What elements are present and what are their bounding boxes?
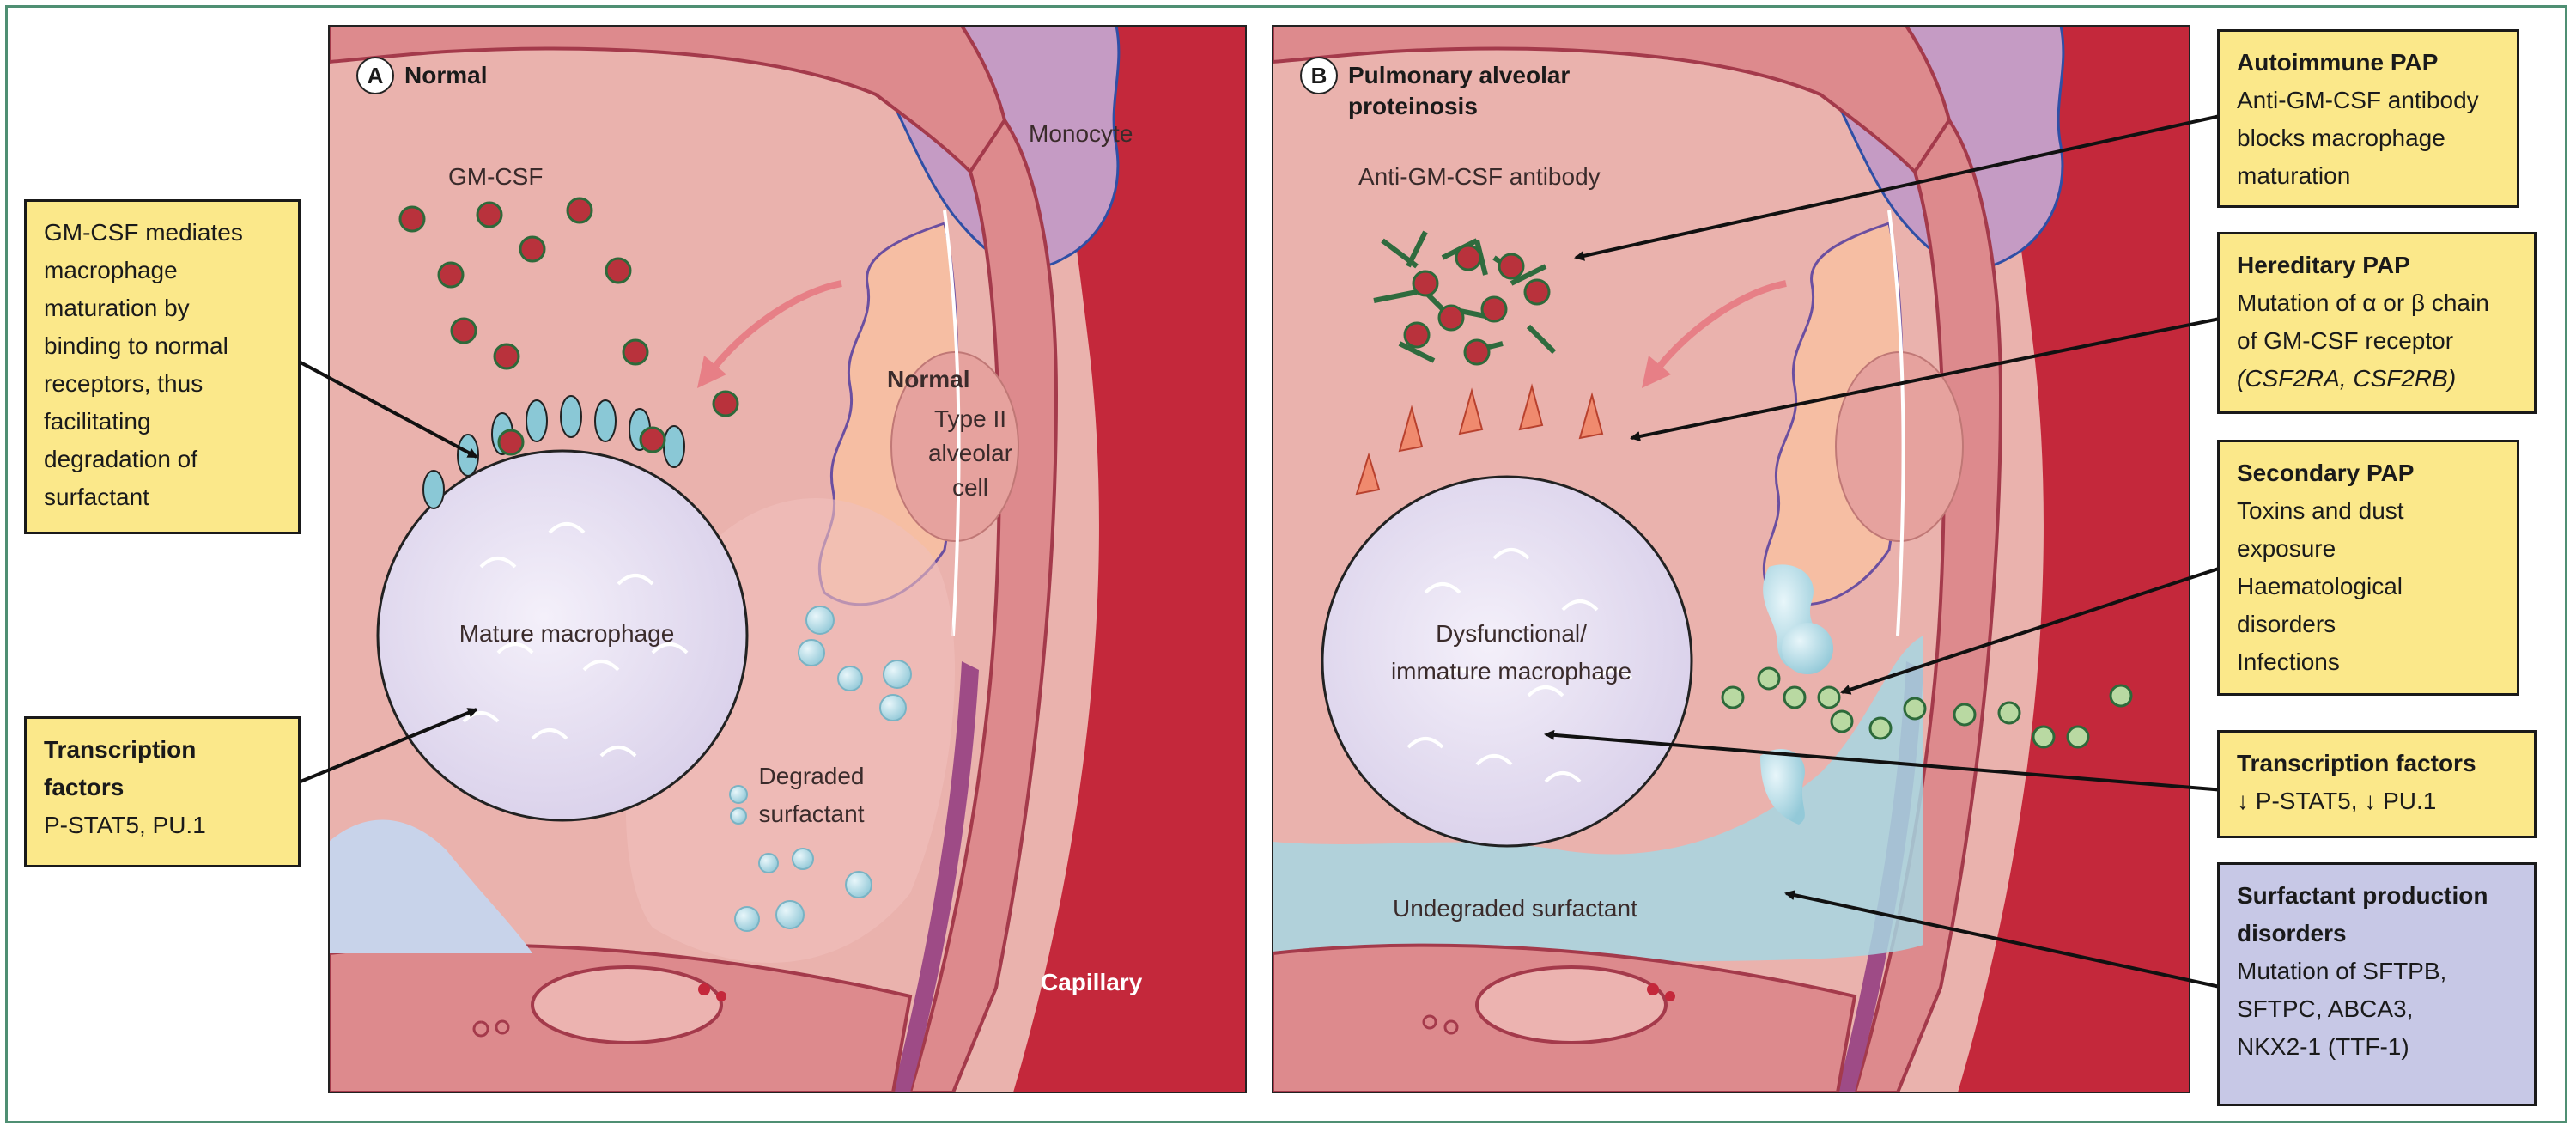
tf-b-head: Transcription factors — [2237, 750, 2476, 776]
dysfunctional-line2: immature macrophage — [1390, 658, 1632, 685]
panel-b-border — [1272, 25, 2190, 1093]
gmcsf-box-line: receptors, thus — [44, 370, 204, 397]
undegraded-surfactant-label: Undegraded surfactant — [1393, 895, 1637, 922]
gmcsf-box-line: macrophage — [44, 257, 178, 283]
gmcsf-box-line: surfactant — [44, 484, 149, 510]
connector-arrows — [300, 113, 2225, 989]
secondary-pap-particles — [1721, 666, 2133, 749]
surfactant-production-disorders-box: Surfactant production disorders Mutation… — [2217, 862, 2537, 1106]
gmcsf-box-line: facilitating — [44, 408, 151, 435]
hereditary-pap-box: Hereditary PAP Mutation of α or β chain … — [2217, 232, 2537, 414]
surfactant-head-line1: Surfactant production — [2237, 882, 2488, 909]
normal-cell-label: Normal — [887, 366, 970, 393]
hereditary-head: Hereditary PAP — [2237, 252, 2410, 278]
arrow-hereditary — [1630, 316, 2225, 441]
dysfunctional-macrophage-b — [1321, 383, 1693, 848]
arrow-autoimmune — [1574, 113, 2225, 261]
arrow-secondary — [1840, 565, 2225, 695]
secondary-line: disorders — [2237, 611, 2336, 637]
gmcsf-box-line: maturation by — [44, 295, 190, 321]
secondary-line: Infections — [2237, 648, 2340, 675]
arrow-tf-to-macrophage-a — [300, 708, 478, 783]
secondary-line: Toxins and dust — [2237, 497, 2404, 524]
arrow-surfactant — [1784, 890, 2225, 989]
monocyte-label: Monocyte — [1029, 120, 1133, 147]
tf-a-head-line2: factors — [44, 774, 125, 800]
type-ii-line1: Type II — [933, 405, 1007, 432]
transcription-factors-box-b: Transcription factors ↓ P-STAT5, ↓ PU.1 — [2217, 730, 2537, 838]
figure-border — [5, 5, 2567, 1123]
mature-macrophage-label: Mature macrophage — [459, 620, 675, 647]
gmcsf-box-line: GM-CSF mediates — [44, 219, 243, 246]
secondary-line: exposure — [2237, 535, 2336, 562]
secondary-head: Secondary PAP — [2237, 459, 2415, 486]
secondary-line: Haematological — [2237, 573, 2403, 599]
degraded-surfactant-droplets — [729, 606, 912, 932]
panel-b-scene — [1273, 26, 2190, 1092]
type-ii-line2: alveolar — [927, 440, 1013, 466]
tf-b-line: ↓ P-STAT5, ↓ PU.1 — [2237, 788, 2437, 814]
surfactant-line: Mutation of SFTPB, — [2237, 958, 2447, 984]
panel-a-border — [328, 25, 1247, 1093]
autoimmune-line: maturation — [2237, 162, 2351, 189]
panel-b-title: B Pulmonary alveolar proteinosis — [1300, 57, 1570, 122]
secondary-pap-box: Secondary PAP Toxins and dust exposure H… — [2217, 440, 2519, 696]
undegraded-surfactant-region — [1273, 636, 1923, 988]
tf-a-head-line1: Transcription — [44, 736, 197, 763]
surfactant-line: SFTPC, ABCA3, — [2237, 995, 2414, 1022]
autoimmune-head: Autoimmune PAP — [2237, 49, 2439, 76]
degraded-line1: Degraded — [758, 763, 865, 789]
type-ii-line3: cell — [951, 474, 988, 501]
panel-b-title-line1: Pulmonary alveolar — [1348, 62, 1571, 88]
hereditary-line: Mutation of α or β chain — [2237, 289, 2489, 316]
dysfunctional-line1: Dysfunctional/ — [1436, 620, 1587, 647]
gmcsf-box-line: degradation of — [44, 446, 198, 472]
hereditary-line: of GM-CSF receptor — [2237, 327, 2454, 354]
surfactant-line: NKX2-1 (TTF-1) — [2237, 1033, 2409, 1060]
hereditary-line: (CSF2RA, CSF2RB) — [2237, 365, 2457, 392]
degraded-surfactant-label: Degraded surfactant — [726, 758, 897, 833]
panel-a-title-text: Normal — [404, 62, 488, 88]
surfactant-head-line2: disorders — [2237, 920, 2347, 946]
anti-gm-csf-antibody-cluster — [1373, 230, 1557, 366]
gmcsf-box-line: binding to normal — [44, 332, 228, 359]
autoimmune-line: Anti-GM-CSF antibody — [2237, 87, 2479, 113]
panel-a-letter: A — [356, 57, 394, 94]
tf-a-line: P-STAT5, PU.1 — [44, 812, 206, 838]
degraded-line2: surfactant — [758, 800, 865, 827]
type-ii-cell-label: Type II alveolar cell — [910, 404, 1030, 503]
panel-b-title-text: Pulmonary alveolar proteinosis — [1348, 57, 1570, 122]
autoimmune-pap-box: Autoimmune PAP Anti-GM-CSF antibody bloc… — [2217, 29, 2519, 208]
anti-gm-csf-antibody-label: Anti-GM-CSF antibody — [1358, 163, 1601, 190]
panel-b-letter: B — [1300, 57, 1338, 94]
panel-a-title: A Normal — [356, 57, 487, 94]
arrow-gmcsf-to-receptor — [300, 361, 478, 459]
gm-csf-particles — [398, 197, 739, 456]
gm-csf-label: GM-CSF — [448, 163, 544, 190]
dysfunctional-macrophage-label: Dysfunctional/ immature macrophage — [1365, 615, 1657, 691]
panel-b-title-line2: proteinosis — [1348, 93, 1478, 119]
capillary-label: Capillary — [1041, 969, 1143, 995]
autoimmune-line: blocks macrophage — [2237, 125, 2445, 151]
gm-csf-mediates-box: GM-CSF mediates macrophage maturation by… — [24, 199, 301, 534]
transcription-factors-box-a: Transcription factors P-STAT5, PU.1 — [24, 716, 301, 867]
arrow-transcription — [1544, 729, 2225, 792]
